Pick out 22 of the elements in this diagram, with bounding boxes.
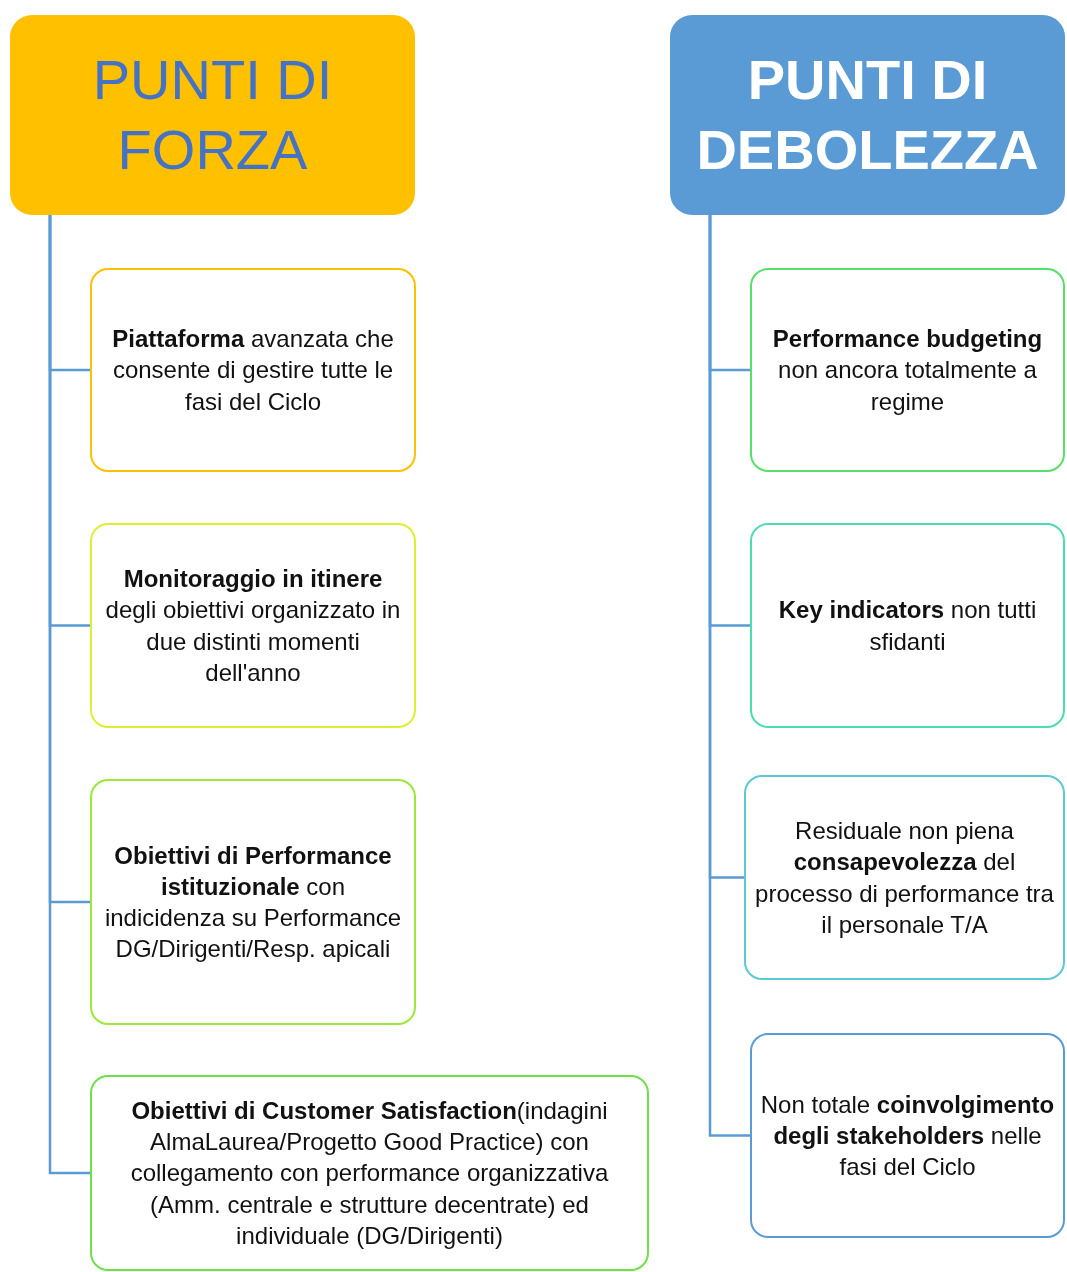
description: Residuale non piena consapevolezza del processo di performance tra il personale T/A: [754, 816, 1055, 940]
description: Obiettivi di Performance istituzionale con indicidenza su Performance DG/Dirigenti/Resp. apicali: [103, 840, 403, 965]
heading: PUNTI DI DEBOLEZZA: [695, 47, 1040, 183]
description: Obiettivi di Customer Satisfaction(indagini AlmaLaurea/Progetto Good Practice) con collegamento con performance organizzativa (Amm. centrale e strutture decentrate) ed individuale (DG/Dirigenti): [129, 1096, 610, 1251]
heading: PUNTI DI FORZA: [91, 47, 334, 183]
description: Performance budgeting non ancora totalmente a regime: [771, 324, 1044, 417]
connector-line: [708, 215, 750, 1137]
text-box: [750, 523, 1065, 728]
connector-line: [48, 215, 90, 1175]
header-box: [10, 15, 415, 215]
description: Piattaforma avanzata che consente di gestire tutte le fasi del Ciclo: [111, 324, 395, 417]
text-box: [90, 1075, 649, 1271]
text-box: [750, 268, 1065, 472]
description: Key indicators non tutti sfidanti: [777, 595, 1038, 657]
text-box: [90, 523, 416, 728]
header-box: [670, 15, 1065, 215]
description: Monitoraggio in itinere degli obiettivi organizzato in due distinti momenti dell'anno: [104, 564, 402, 688]
description: Non totale coinvolgimento degli stakeholders nelle fasi del Ciclo: [760, 1089, 1055, 1183]
text-box: [750, 1033, 1065, 1238]
text-box: [90, 268, 416, 472]
text-box: [744, 775, 1065, 980]
text-box: [90, 779, 416, 1025]
